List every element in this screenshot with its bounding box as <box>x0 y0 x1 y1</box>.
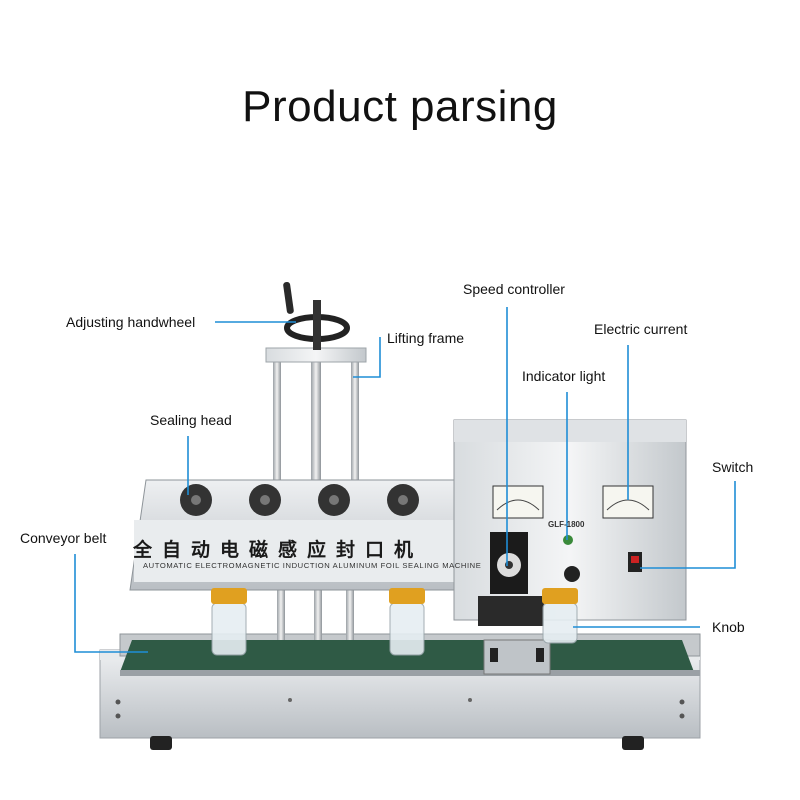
model-number: GLF-1800 <box>548 520 585 529</box>
label-conveyor-belt: Conveyor belt <box>20 530 107 546</box>
page-title: Product parsing <box>242 82 558 131</box>
jar-2 <box>389 588 425 656</box>
leader-lines <box>74 307 736 653</box>
machine-english-name: AUTOMATIC ELECTROMAGNETIC INDUCTION ALUM… <box>143 561 482 570</box>
machine-chinese-name: 全自动电磁感应封口机 <box>133 539 424 561</box>
sealing-head <box>129 479 469 591</box>
label-electric-current: Electric current <box>594 321 688 337</box>
label-adjusting-handwheel: Adjusting handwheel <box>66 314 196 330</box>
label-knob: Knob <box>712 619 745 635</box>
label-indicator-light: Indicator light <box>522 368 606 384</box>
label-sealing-head: Sealing head <box>150 412 232 428</box>
jar-1 <box>211 588 247 656</box>
leader-conveyor-belt <box>74 554 148 653</box>
handwheel <box>283 281 350 350</box>
control-box <box>453 419 687 675</box>
label-switch: Switch <box>712 459 754 475</box>
label-speed-controller: Speed controller <box>463 281 565 297</box>
leader-switch <box>640 481 736 569</box>
label-lifting-frame: Lifting frame <box>387 330 465 346</box>
leader-lifting-frame <box>353 337 381 378</box>
lifting-frame-rods <box>265 347 367 640</box>
jar-3 <box>542 588 578 644</box>
